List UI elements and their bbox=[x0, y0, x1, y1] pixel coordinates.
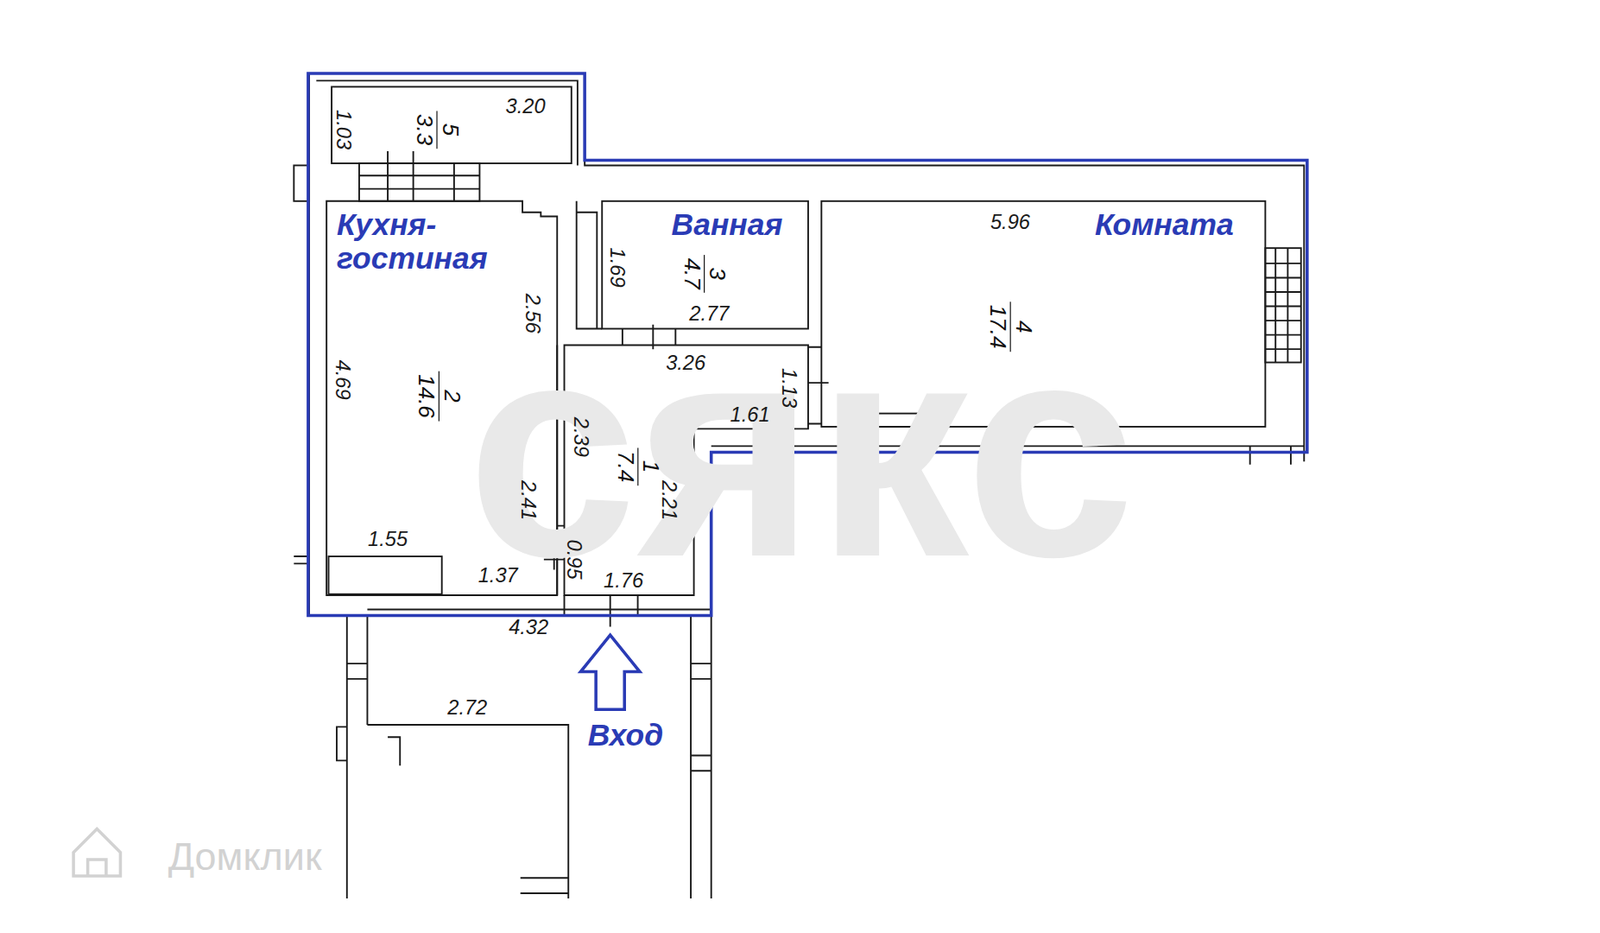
apartment-outline bbox=[308, 73, 1308, 616]
room-number: 1 bbox=[637, 447, 664, 485]
dimension: 1.76 bbox=[603, 568, 644, 591]
room-name: Ванная bbox=[671, 207, 805, 241]
dimension: 5.96 bbox=[990, 209, 1031, 233]
dimension: 4.32 bbox=[508, 615, 549, 639]
watermark: Домклик bbox=[168, 835, 323, 879]
room-number-area: 17.4 bbox=[612, 447, 663, 485]
entry-arrow bbox=[580, 634, 640, 709]
watermark-logo bbox=[73, 828, 121, 876]
room-name: Комната bbox=[1094, 207, 1264, 241]
dimension: 1.37 bbox=[478, 562, 519, 586]
room-number-area: 214.6 bbox=[413, 371, 464, 422]
room-area: 4.7 bbox=[678, 254, 704, 292]
dimension: 2.77 bbox=[689, 302, 729, 325]
room-area: 14.6 bbox=[413, 371, 439, 422]
balcony-room bbox=[331, 86, 572, 164]
dimension: 1.13 bbox=[778, 367, 802, 408]
wall-stub bbox=[1250, 445, 1291, 464]
entry-label: Вход bbox=[588, 717, 665, 752]
corridor-wall bbox=[347, 615, 712, 899]
room-number: 3 bbox=[703, 254, 730, 292]
room-number: 2 bbox=[438, 371, 465, 422]
window bbox=[359, 163, 480, 202]
room-name: Кухня-гостиная bbox=[336, 207, 532, 275]
dimension: 0.95 bbox=[562, 539, 586, 580]
room-area: 7.4 bbox=[612, 447, 638, 485]
window bbox=[1264, 247, 1301, 362]
outer-wall bbox=[316, 80, 578, 165]
window-frame bbox=[359, 151, 480, 202]
room-number: 5 bbox=[436, 110, 462, 148]
window-frame bbox=[1264, 247, 1301, 362]
dimension: 2.72 bbox=[447, 695, 487, 719]
dimension: 1.55 bbox=[367, 527, 408, 551]
dimension: 3.26 bbox=[665, 351, 706, 374]
dimension: 3.20 bbox=[505, 94, 546, 118]
room-number-area: 53.3 bbox=[411, 110, 462, 148]
room: Кухня-гостиная 214.6 bbox=[326, 201, 557, 595]
dimension: 1.61 bbox=[730, 403, 771, 426]
room-area: 17.4 bbox=[985, 301, 1011, 352]
dimension: 1.03 bbox=[332, 109, 355, 150]
kitchen-counter bbox=[328, 556, 443, 595]
room-number-area: 34.7 bbox=[678, 254, 729, 292]
dimension: 1.69 bbox=[606, 247, 629, 288]
dimension: 4.69 bbox=[331, 360, 355, 400]
room-number: 4 bbox=[1009, 301, 1036, 352]
corridor-wall bbox=[336, 724, 569, 899]
room: Комната 417.4 bbox=[821, 201, 1267, 427]
dimension: 2.56 bbox=[521, 293, 544, 334]
dimension: 2.39 bbox=[570, 417, 594, 457]
dimension: 2.21 bbox=[657, 480, 681, 520]
dimension: 2.41 bbox=[517, 480, 540, 520]
wall-tick bbox=[347, 663, 712, 893]
room-number-area: 417.4 bbox=[985, 301, 1036, 352]
room-area: 3.3 bbox=[411, 110, 437, 148]
